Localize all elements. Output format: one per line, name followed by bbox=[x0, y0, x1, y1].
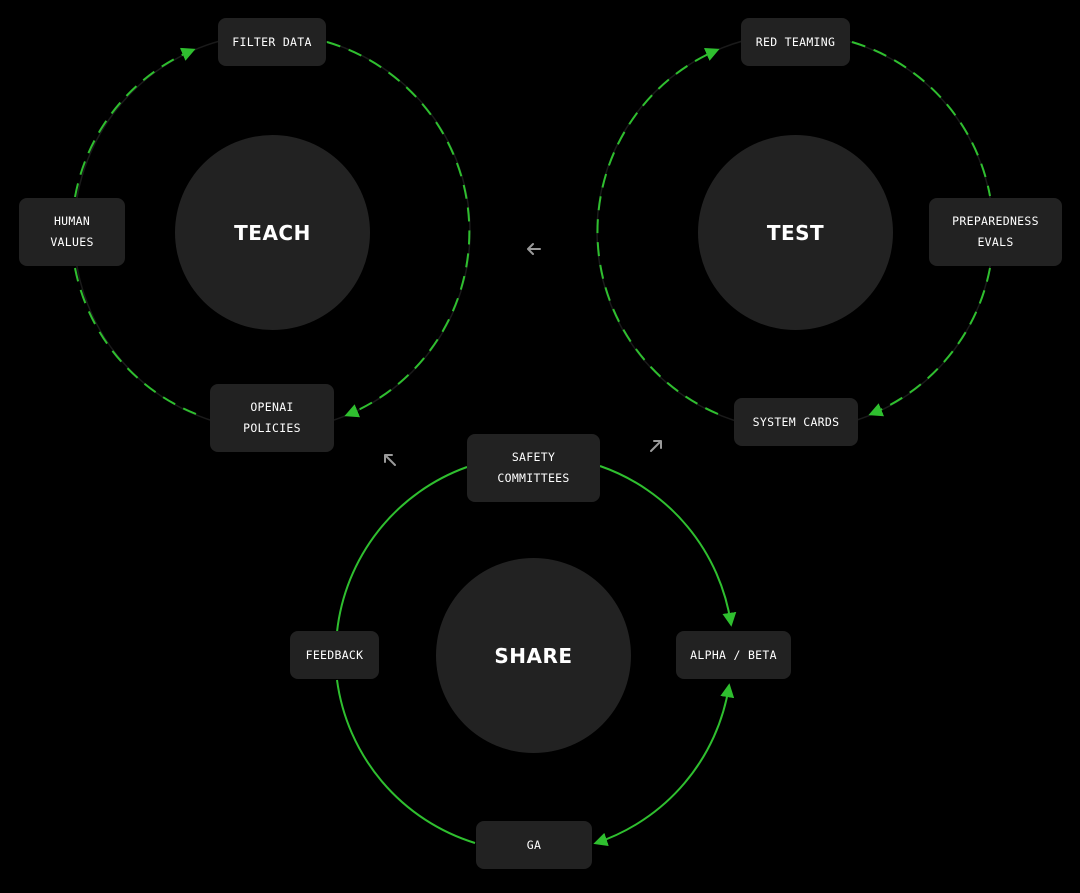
node-filter-data: FILTER DATA bbox=[218, 18, 326, 66]
node-ga: GA bbox=[476, 821, 592, 869]
node-feedback: FEEDBACK bbox=[290, 631, 379, 679]
node-openai-policies-line-1: OPENAI bbox=[250, 400, 294, 414]
node-human-values-line-1: HUMAN bbox=[53, 214, 91, 228]
share-center: SHARE bbox=[436, 558, 631, 753]
share-arc-feedback-to-committees bbox=[336, 466, 468, 633]
node-preparedness-evals-line-2: EVALS bbox=[977, 235, 1014, 249]
node-alpha-beta-label: ALPHA / BETA bbox=[690, 647, 777, 662]
node-safety-committees-line-2: COMMITTEES bbox=[497, 471, 570, 485]
test-arc-evals-to-cards bbox=[868, 267, 991, 417]
share-arc-ga-to-feedback bbox=[336, 679, 476, 844]
node-preparedness-evals-line-1: PREPAREDNESS bbox=[952, 214, 1039, 228]
node-system-cards-label: SYSTEM CARDS bbox=[752, 414, 840, 429]
node-red-teaming: RED TEAMING bbox=[741, 18, 850, 66]
share-label: SHARE bbox=[494, 643, 573, 668]
test-arc-cards-to-red bbox=[596, 48, 720, 415]
node-openai-policies-line-2: POLICIES bbox=[243, 421, 301, 435]
node-safety-committees-line-1: SAFETY bbox=[511, 450, 556, 464]
test-label: TEST bbox=[766, 220, 825, 245]
node-safety-committees: SAFETY COMMITTEES bbox=[467, 434, 600, 502]
node-human-values: HUMAN VALUES bbox=[19, 198, 125, 266]
share-arc-beta-ga bbox=[593, 683, 735, 847]
node-ga-label: GA bbox=[526, 837, 542, 852]
teach-arc-filter-to-policies bbox=[326, 41, 471, 418]
node-feedback-label: FEEDBACK bbox=[305, 647, 364, 662]
node-red-teaming-label: RED TEAMING bbox=[755, 34, 836, 49]
node-filter-data-label: FILTER DATA bbox=[232, 34, 312, 49]
teach-arc-values-to-filter bbox=[74, 47, 196, 198]
teach-center: TEACH bbox=[175, 135, 370, 330]
teach-label: TEACH bbox=[234, 220, 311, 245]
teach-arc-policies-to-values bbox=[74, 267, 197, 415]
node-alpha-beta: ALPHA / BETA bbox=[676, 631, 791, 679]
node-preparedness-evals: PREPAREDNESS EVALS bbox=[929, 198, 1062, 266]
test-arc-red-to-evals bbox=[851, 41, 991, 197]
node-human-values-line-2: VALUES bbox=[50, 235, 94, 249]
test-center: TEST bbox=[698, 135, 893, 330]
arrow-up-right-icon bbox=[650, 440, 662, 452]
arrow-up-left-icon bbox=[384, 454, 396, 466]
share-arc-committees-to-beta bbox=[599, 465, 737, 627]
arrow-left-icon bbox=[527, 243, 541, 255]
node-openai-policies: OPENAI POLICIES bbox=[210, 384, 334, 452]
node-system-cards: SYSTEM CARDS bbox=[734, 398, 858, 446]
